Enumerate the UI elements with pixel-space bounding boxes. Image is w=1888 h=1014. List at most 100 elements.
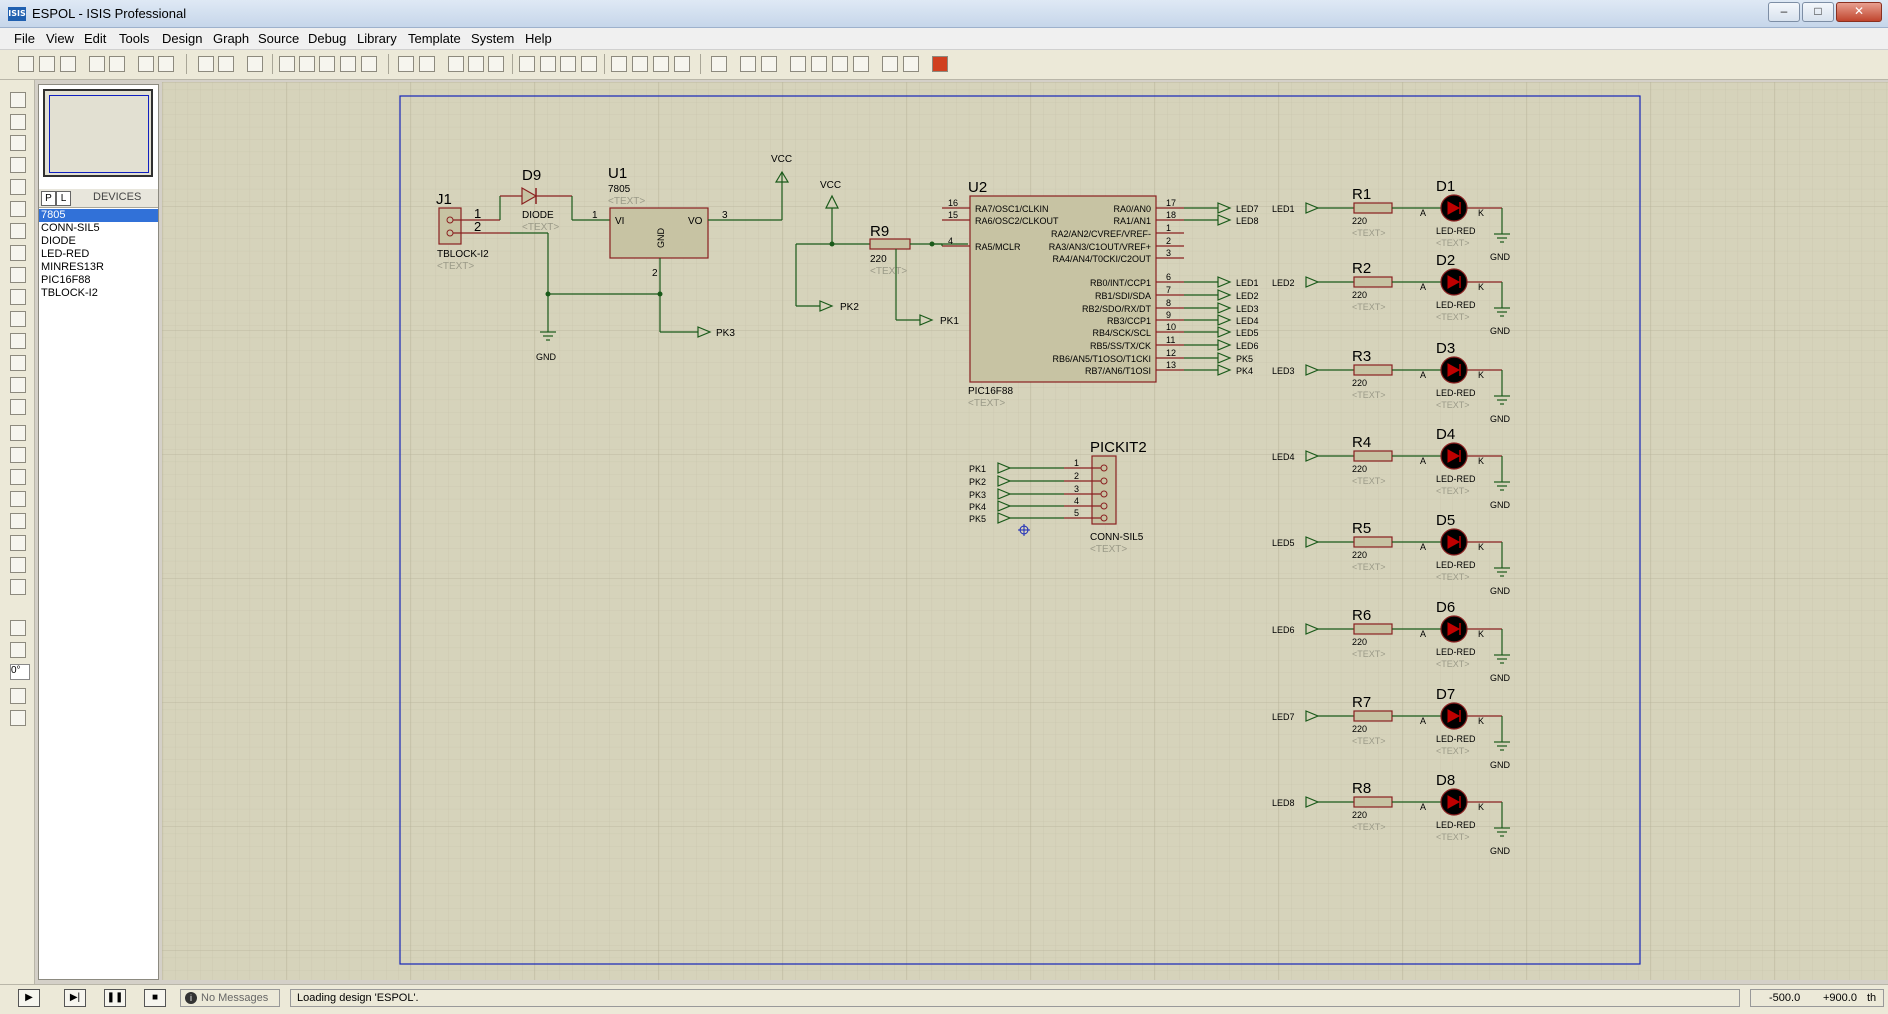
zoom-in-icon[interactable] [299, 56, 315, 72]
menu-design[interactable]: Design [162, 31, 203, 46]
device-pin-icon[interactable] [10, 267, 26, 283]
print-area-icon[interactable] [158, 56, 174, 72]
menu-library[interactable]: Library [357, 31, 397, 46]
graph-icon[interactable] [10, 289, 26, 305]
minimize-button[interactable]: – [1768, 2, 1800, 22]
text-script-icon[interactable] [10, 179, 26, 195]
diode-d9[interactable]: D9 DIODE <TEXT> [499, 167, 610, 233]
device-item[interactable]: 7805 [39, 209, 158, 222]
menu-edit[interactable]: Edit [84, 31, 107, 46]
block-rotate-icon[interactable] [560, 56, 576, 72]
library-manager-button[interactable]: L [56, 191, 71, 206]
print-icon[interactable] [138, 56, 154, 72]
menu-source[interactable]: Source [258, 31, 300, 46]
overview-window[interactable] [43, 89, 153, 177]
packaging-tool-icon[interactable] [653, 56, 669, 72]
microcontroller-u2[interactable]: U2 PIC16F88 <TEXT> 16RA7/OSC1/CLKIN15RA6… [932, 179, 1259, 409]
stop-button[interactable]: ■ [144, 989, 166, 1007]
maximize-button[interactable]: □ [1802, 2, 1834, 22]
device-item[interactable]: PIC16F88 [41, 274, 91, 286]
menu-tools[interactable]: Tools [119, 31, 150, 46]
menu-view[interactable]: View [46, 31, 74, 46]
cut-icon[interactable] [448, 56, 464, 72]
selection-mode-icon[interactable] [10, 92, 26, 108]
rotate-cw-icon[interactable] [10, 620, 26, 636]
text-icon[interactable] [10, 535, 26, 551]
export-icon[interactable] [109, 56, 125, 72]
terminal-icon[interactable] [10, 245, 26, 261]
bus-icon[interactable] [10, 201, 26, 217]
add-sheet-icon[interactable] [811, 56, 827, 72]
device-item[interactable]: TBLOCK-I2 [41, 287, 98, 299]
rotate-ccw-icon[interactable] [10, 642, 26, 658]
marker-icon[interactable] [10, 579, 26, 595]
device-item[interactable]: CONN-SIL5 [41, 222, 100, 234]
bill-of-materials-icon[interactable] [882, 56, 898, 72]
zoom-area-icon[interactable] [361, 56, 377, 72]
device-item[interactable]: LED-RED [41, 248, 90, 260]
circle-icon[interactable] [10, 469, 26, 485]
open-folder-icon[interactable] [39, 56, 55, 72]
mirror-y-icon[interactable] [10, 710, 26, 726]
generator-icon[interactable] [10, 333, 26, 349]
decompose-icon[interactable] [674, 56, 690, 72]
pick-devices-button[interactable]: P [41, 191, 56, 206]
block-copy-icon[interactable] [519, 56, 535, 72]
make-device-icon[interactable] [632, 56, 648, 72]
menu-template[interactable]: Template [408, 31, 461, 46]
menu-help[interactable]: Help [525, 31, 552, 46]
pan-icon[interactable] [279, 56, 295, 72]
close-button[interactable]: ✕ [1836, 2, 1882, 22]
step-button[interactable]: ▶| [64, 989, 86, 1007]
schematic-canvas[interactable]: J1 1 2 TBLOCK-I2 <TEXT> D9 DIODE <TEXT> … [162, 82, 1888, 980]
menu-graph[interactable]: Graph [213, 31, 250, 46]
path-icon[interactable] [10, 513, 26, 529]
undo-icon[interactable] [398, 56, 414, 72]
import-icon[interactable] [89, 56, 105, 72]
pick-device-icon[interactable] [611, 56, 627, 72]
new-sheet-icon[interactable] [790, 56, 806, 72]
box-icon[interactable] [10, 447, 26, 463]
goto-sheet-icon[interactable] [853, 56, 869, 72]
wire-autorouter-icon[interactable] [711, 56, 727, 72]
connector-j1[interactable]: J1 1 2 TBLOCK-I2 <TEXT> [436, 191, 510, 272]
regulator-u1[interactable]: PK3 U1 7805 <TEXT> VI VO GND 1 3 2 VCC [592, 154, 792, 339]
block-move-icon[interactable] [540, 56, 556, 72]
origin-icon[interactable] [247, 56, 263, 72]
property-assign-icon[interactable] [761, 56, 777, 72]
device-item[interactable]: MINRES13R [41, 261, 104, 273]
mirror-x-icon[interactable] [10, 688, 26, 704]
subcircuit-icon[interactable] [10, 223, 26, 239]
voltage-probe-icon[interactable] [10, 355, 26, 371]
new-file-icon[interactable] [18, 56, 34, 72]
component-mode-icon[interactable] [10, 114, 26, 130]
wire-label-icon[interactable] [10, 157, 26, 173]
menu-system[interactable]: System [471, 31, 515, 46]
device-item[interactable]: DIODE [41, 235, 76, 247]
zoom-all-icon[interactable] [340, 56, 356, 72]
redo-icon[interactable] [419, 56, 435, 72]
menu-debug[interactable]: Debug [308, 31, 347, 46]
resistor-r9[interactable]: VCC PK2 R9 220 <TEXT> [795, 180, 968, 320]
zoom-out-icon[interactable] [319, 56, 335, 72]
paste-icon[interactable] [488, 56, 504, 72]
current-probe-icon[interactable] [10, 377, 26, 393]
refresh-icon[interactable] [198, 56, 214, 72]
ares-netlist-icon[interactable] [932, 56, 948, 72]
grid-icon[interactable] [218, 56, 234, 72]
remove-sheet-icon[interactable] [832, 56, 848, 72]
menu-file[interactable]: File [14, 31, 35, 46]
line-icon[interactable] [10, 425, 26, 441]
connector-pickit2[interactable]: PICKIT2 CONN-SIL5 <TEXT> 1PK12PK23PK34PK… [969, 439, 1147, 555]
electrical-check-icon[interactable] [903, 56, 919, 72]
pause-button[interactable]: ❚❚ [104, 989, 126, 1007]
